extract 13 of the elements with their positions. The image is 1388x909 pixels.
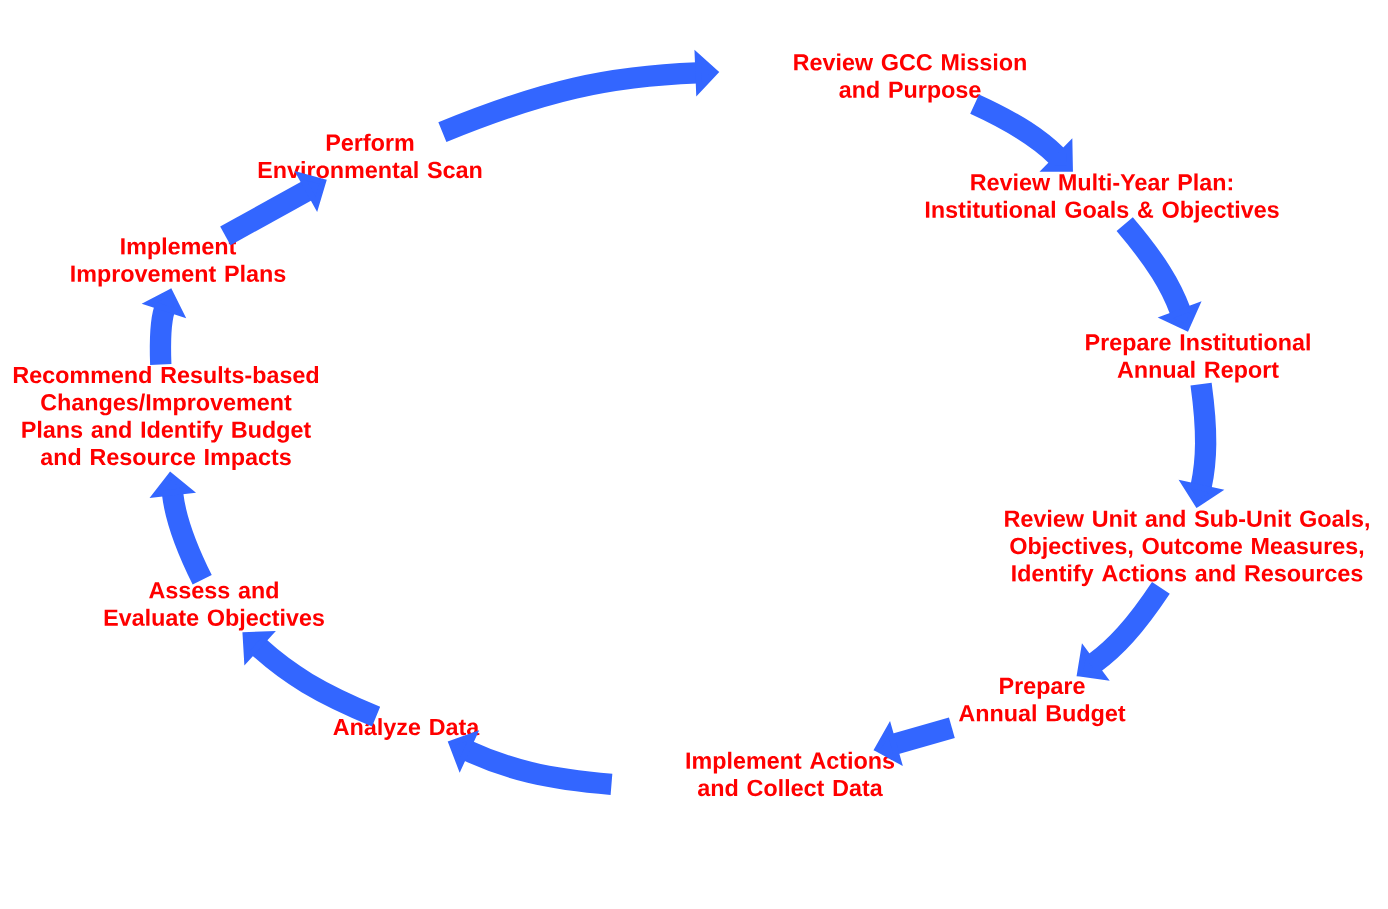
step-label: Prepare Annual Budget: [959, 677, 1126, 727]
cycle-arrow: [970, 94, 1073, 172]
step-label: Implement Actions and Collect Data: [686, 751, 895, 797]
step-label: Prepare Institutional Annual Report: [1086, 333, 1310, 383]
cycle-arrow: [220, 170, 327, 246]
step-label: Review GCC Mission and Purpose: [794, 53, 1026, 103]
step-label: Recommend Results-based Changes/Improvement Plans and Identify Budget and Resource Impacts: [13, 366, 319, 470]
step-label: Implement Improvement Plans: [71, 237, 286, 287]
step-label: Perform Environmental Scan: [258, 133, 482, 179]
step-label: Assess and Evaluate Objectives: [104, 581, 324, 631]
step-label: Analyze Data: [333, 718, 480, 740]
step-label: Review Multi-Year Plan: Institutional Goals & Objectives: [925, 173, 1279, 223]
step-label: Review Unit and Sub-Unit Goals, Objectives, Outcome Measures, Identify Actions and Resources: [1005, 509, 1369, 587]
